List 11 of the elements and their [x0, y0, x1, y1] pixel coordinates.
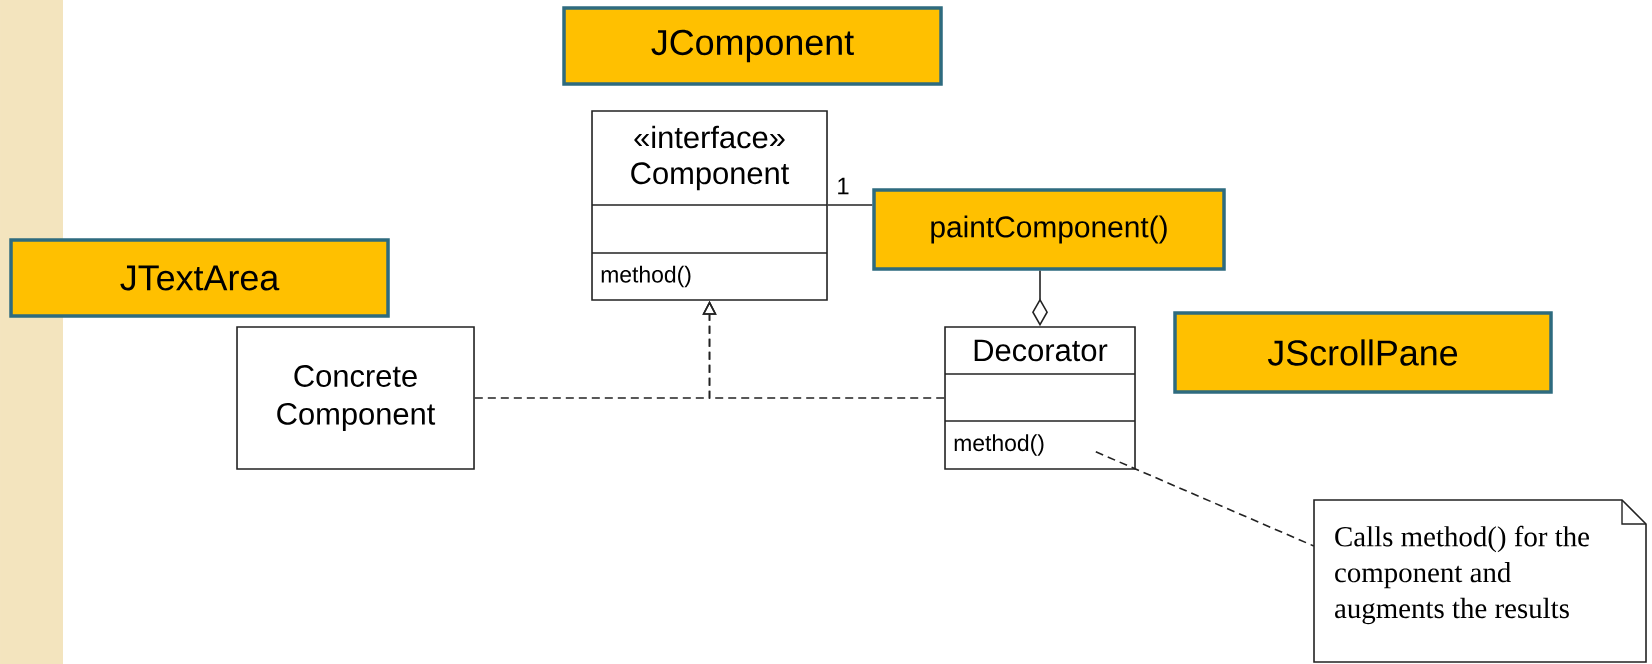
edge-label: 1: [835, 176, 851, 196]
association-line: [827, 204, 874, 206]
label-box: JTextArea: [9, 238, 390, 318]
class-box: Decorator method(): [944, 326, 1136, 470]
class-box: Concrete Component: [236, 326, 475, 470]
label-box: paintComponent(): [872, 188, 1226, 271]
label-box: JScrollPane: [1173, 311, 1553, 394]
note-box: Calls method() for the component and augments the results: [1313, 499, 1647, 663]
class-box: «interface» Component method(): [591, 110, 828, 301]
label-box: JComponent: [562, 6, 943, 86]
leader-line: [1095, 451, 1315, 547]
